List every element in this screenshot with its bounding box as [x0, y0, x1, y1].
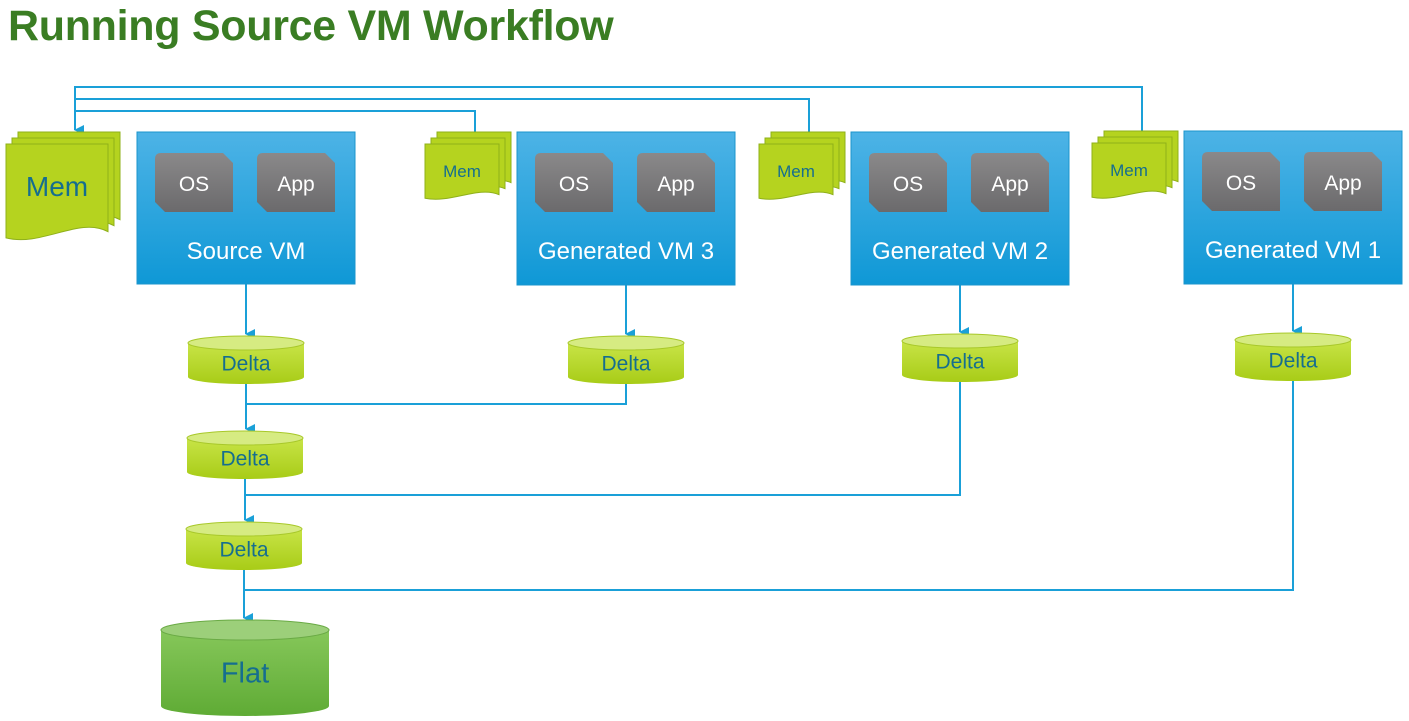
delta-disk-gen2: Delta: [901, 333, 1019, 382]
connector-gen3-mem: [75, 110, 476, 132]
chip-app: App: [971, 153, 1049, 212]
storage-label: Delta: [935, 350, 984, 373]
chip-label: App: [1324, 172, 1361, 195]
page-title: Running Source VM Workflow: [8, 2, 614, 50]
delta-disk-source: Delta: [187, 335, 305, 384]
storage-label: Flat: [221, 658, 269, 690]
vm-label: Generated VM 1: [1205, 237, 1381, 264]
chip-label: OS: [1226, 172, 1256, 195]
chip-os: OS: [1202, 152, 1280, 211]
mem-label: Mem: [1110, 161, 1148, 180]
chip-label: App: [991, 173, 1028, 196]
connector-gen1-mem: [74, 86, 1143, 135]
storage-label: Delta: [601, 352, 650, 375]
storage-label: Delta: [220, 447, 269, 470]
chip-label: OS: [893, 173, 923, 196]
delta-disk-gen1: Delta: [1234, 332, 1352, 381]
connector-gen2-mem: [75, 98, 810, 132]
chip-app: App: [1304, 152, 1382, 211]
mem-stack-gen1: Mem: [1091, 130, 1179, 199]
chain-delta-disk-1: Delta: [185, 521, 303, 570]
chip-app: App: [637, 153, 715, 212]
vm-label: Generated VM 3: [538, 238, 714, 265]
mem-label: Mem: [443, 162, 481, 181]
chip-os: OS: [535, 153, 613, 212]
mem-label: Mem: [26, 171, 88, 202]
chip-label: OS: [559, 173, 589, 196]
chip-os: OS: [155, 153, 233, 212]
chip-os: OS: [869, 153, 947, 212]
chip-label: App: [657, 173, 694, 196]
vm-label: Generated VM 2: [872, 238, 1048, 265]
chain-delta-disk-0: Delta: [186, 430, 304, 479]
vm-label: Source VM: [187, 238, 306, 265]
storage-label: Delta: [219, 538, 268, 561]
chip-app: App: [257, 153, 335, 212]
mem-stack-gen3: Mem: [424, 131, 512, 200]
storage-label: Delta: [221, 352, 270, 375]
mem-stack-source: Mem: [5, 131, 121, 241]
delta-disk-gen3: Delta: [567, 335, 685, 384]
connector-gen1-delta-flat: [244, 381, 1294, 591]
connector-gen3-delta-chain0: [246, 384, 627, 405]
mem-stack-gen2: Mem: [758, 131, 846, 200]
storage-label: Delta: [1268, 349, 1317, 372]
connector-gen2-delta-chain1: [245, 382, 961, 496]
flat-disk: Flat: [160, 619, 330, 716]
chip-label: App: [277, 173, 314, 196]
chip-label: OS: [179, 173, 209, 196]
mem-label: Mem: [777, 162, 815, 181]
